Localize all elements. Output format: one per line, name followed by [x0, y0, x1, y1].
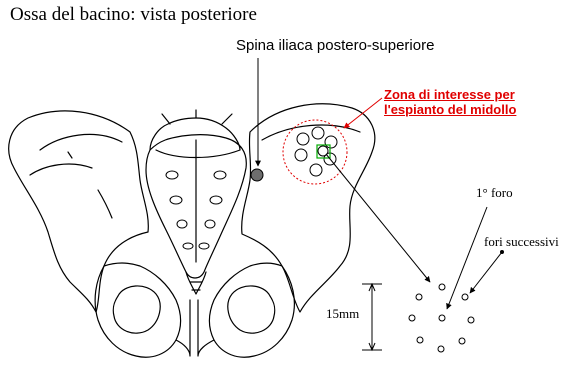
psis-marker: [251, 169, 263, 181]
zone-label-line1: Zona di interesse per: [384, 87, 516, 102]
first-hole-leader: [447, 207, 487, 309]
zone-holes: [295, 127, 337, 176]
right-ischium: [210, 263, 295, 357]
hole-pattern: [409, 284, 474, 352]
next-holes-leader: [470, 252, 502, 293]
dimension-label: 15mm: [326, 306, 359, 322]
next-holes-label: fori successivi: [484, 234, 559, 250]
left-ilium-detail: [68, 152, 112, 218]
zone-label-line2: l'espianto del midollo: [384, 102, 516, 117]
left-obturator: [113, 286, 160, 333]
detail-leader: [326, 154, 430, 282]
zone-leader: [344, 98, 382, 128]
first-hole-label: 1° foro: [476, 185, 513, 201]
zone-label: Zona di interesse per l'espianto del mid…: [384, 87, 516, 117]
left-ischium: [95, 263, 180, 357]
left-ilium: [9, 111, 149, 312]
page-title: Ossa del bacino: vista posteriore: [10, 4, 257, 26]
right-obturator: [228, 286, 275, 333]
pubic-symphysis: [176, 300, 214, 356]
lumbar-vertebra: [150, 118, 240, 150]
right-ilium: [242, 104, 375, 312]
left-iliac-crest-inner: [30, 134, 122, 175]
dimension-line: [362, 284, 382, 350]
psis-label: Spina iliaca postero-superiore: [236, 37, 434, 54]
sacral-top: [156, 150, 240, 158]
